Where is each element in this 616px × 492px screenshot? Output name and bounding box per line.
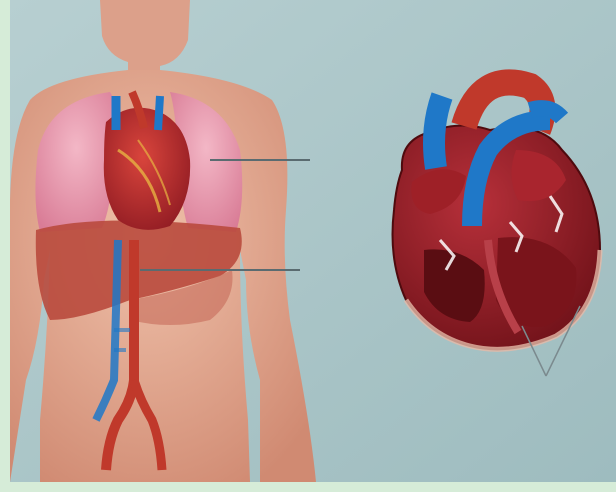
anatomy-illustration [10, 0, 616, 482]
vena-cava-blue [434, 96, 442, 168]
